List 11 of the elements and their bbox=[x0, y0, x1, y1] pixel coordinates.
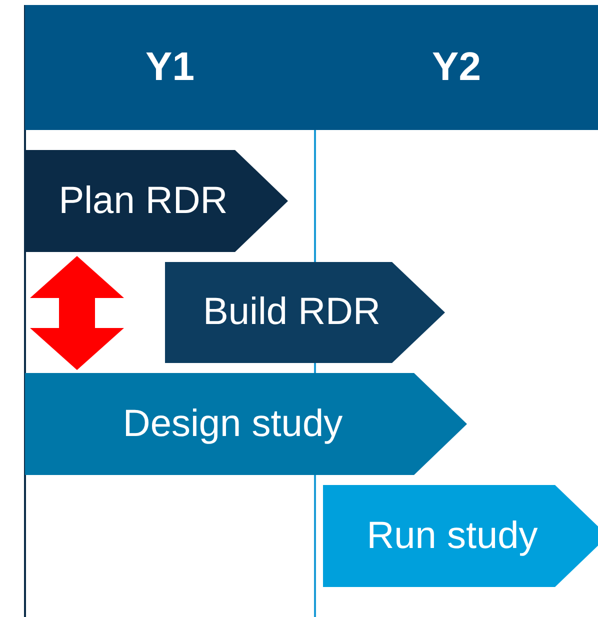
task-bar bbox=[165, 262, 445, 363]
task-bar bbox=[25, 373, 467, 475]
task-bar bbox=[25, 150, 288, 252]
task-label: Build RDR bbox=[202, 290, 382, 335]
task-label: Plan RDR bbox=[58, 178, 229, 224]
column-header: Y1 bbox=[25, 5, 315, 130]
task-label: Run study bbox=[366, 514, 539, 558]
task-label: Design study bbox=[122, 402, 344, 446]
task-bar bbox=[323, 485, 598, 587]
column-header: Y2 bbox=[315, 5, 598, 130]
double-arrow bbox=[30, 256, 124, 370]
